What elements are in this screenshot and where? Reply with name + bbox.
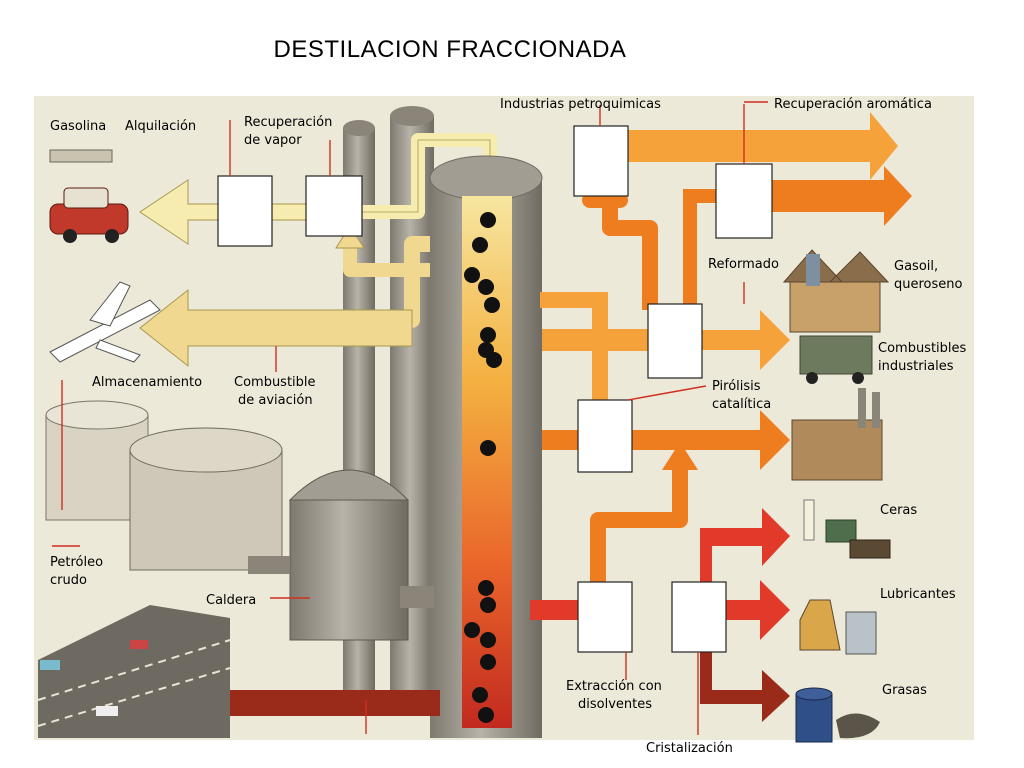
- tower-bubbles: [464, 212, 502, 723]
- storage-tanks: [45, 400, 283, 571]
- pirolisis-up-pipe: [540, 292, 608, 400]
- reformado-pipe: [683, 189, 716, 305]
- refinery-houses-illustration: [782, 249, 890, 384]
- label-recuperacion-aromatica: Recuperación aromática: [774, 97, 932, 112]
- factory-illustration: [791, 388, 883, 481]
- label-caldera: Caldera: [206, 593, 256, 608]
- pirolisis-box: [577, 399, 633, 473]
- label-industrias: Industrias petroquimicas: [500, 97, 661, 112]
- label-gasoil-2: queroseno: [894, 277, 963, 292]
- label-leaders: [52, 101, 768, 735]
- ceras-arrow: [700, 508, 790, 582]
- label-recuperacion-vapor-1: Recuperación: [244, 115, 332, 130]
- alquilacion-box: [217, 175, 273, 247]
- label-lubricantes: Lubricantes: [880, 587, 956, 602]
- label-gasoil-1: Gasoil,: [894, 259, 938, 274]
- petrochem-arrow: [628, 112, 898, 180]
- cristalizacion-box: [671, 581, 727, 653]
- residue-arrow: [140, 672, 440, 734]
- vapor-return-pipe: [343, 240, 432, 277]
- label-gasolina: Gasolina: [50, 119, 106, 134]
- label-cristalizacion: Cristalización: [646, 741, 733, 756]
- recuperacion-vapor-box: [305, 175, 363, 237]
- car-illustration: [49, 149, 129, 243]
- label-alquilacion: Alquilación: [125, 119, 196, 134]
- page-title: DESTILACION FRACCIONADA: [273, 36, 627, 63]
- gasoil-arrow: [700, 310, 790, 370]
- industrial-fuel-arrow: [630, 410, 790, 470]
- extraccion-box: [577, 581, 633, 653]
- grease-bucket-illustration: [795, 687, 880, 743]
- label-pirolisis-2: catalítica: [712, 397, 771, 412]
- lubricantes-arrow: [726, 580, 790, 640]
- label-extraccion-1: Extracción con: [566, 679, 662, 694]
- petroquimica-box: [573, 125, 629, 197]
- process-boxes: [217, 125, 773, 653]
- label-extraccion-2: disolventes: [578, 697, 652, 712]
- highway-illustration: [37, 605, 231, 738]
- aviation-arrow: [139, 288, 413, 368]
- candle-illustration: [803, 499, 891, 559]
- extraction-to-pirolisis: [590, 470, 688, 582]
- aromatic-arrow: [772, 166, 912, 226]
- label-grasas: Grasas: [882, 683, 927, 698]
- aromatica-box: [715, 163, 773, 239]
- label-combustible-aviacion-2: de aviación: [238, 393, 313, 408]
- label-petroleo-2: crudo: [50, 573, 87, 588]
- label-combustibles-2: industriales: [878, 359, 954, 374]
- boiler: [248, 469, 434, 641]
- label-combustibles-1: Combustibles: [878, 341, 967, 356]
- label-almacenamiento: Almacenamiento: [92, 375, 202, 390]
- label-recuperacion-vapor-2: de vapor: [244, 133, 302, 148]
- aviation-pipe: [200, 236, 440, 328]
- label-reformado: Reformado: [708, 257, 779, 272]
- oil-can-illustration: [799, 599, 877, 655]
- reformado-box: [647, 303, 703, 379]
- label-pirolisis-1: Pirólisis: [712, 379, 761, 394]
- label-ceras: Ceras: [880, 503, 917, 518]
- label-combustible-aviacion-1: Combustible: [234, 375, 316, 390]
- airplane-illustration: [49, 281, 161, 363]
- label-petroleo-1: Petróleo: [50, 555, 103, 570]
- grasas-arrow: [700, 652, 790, 722]
